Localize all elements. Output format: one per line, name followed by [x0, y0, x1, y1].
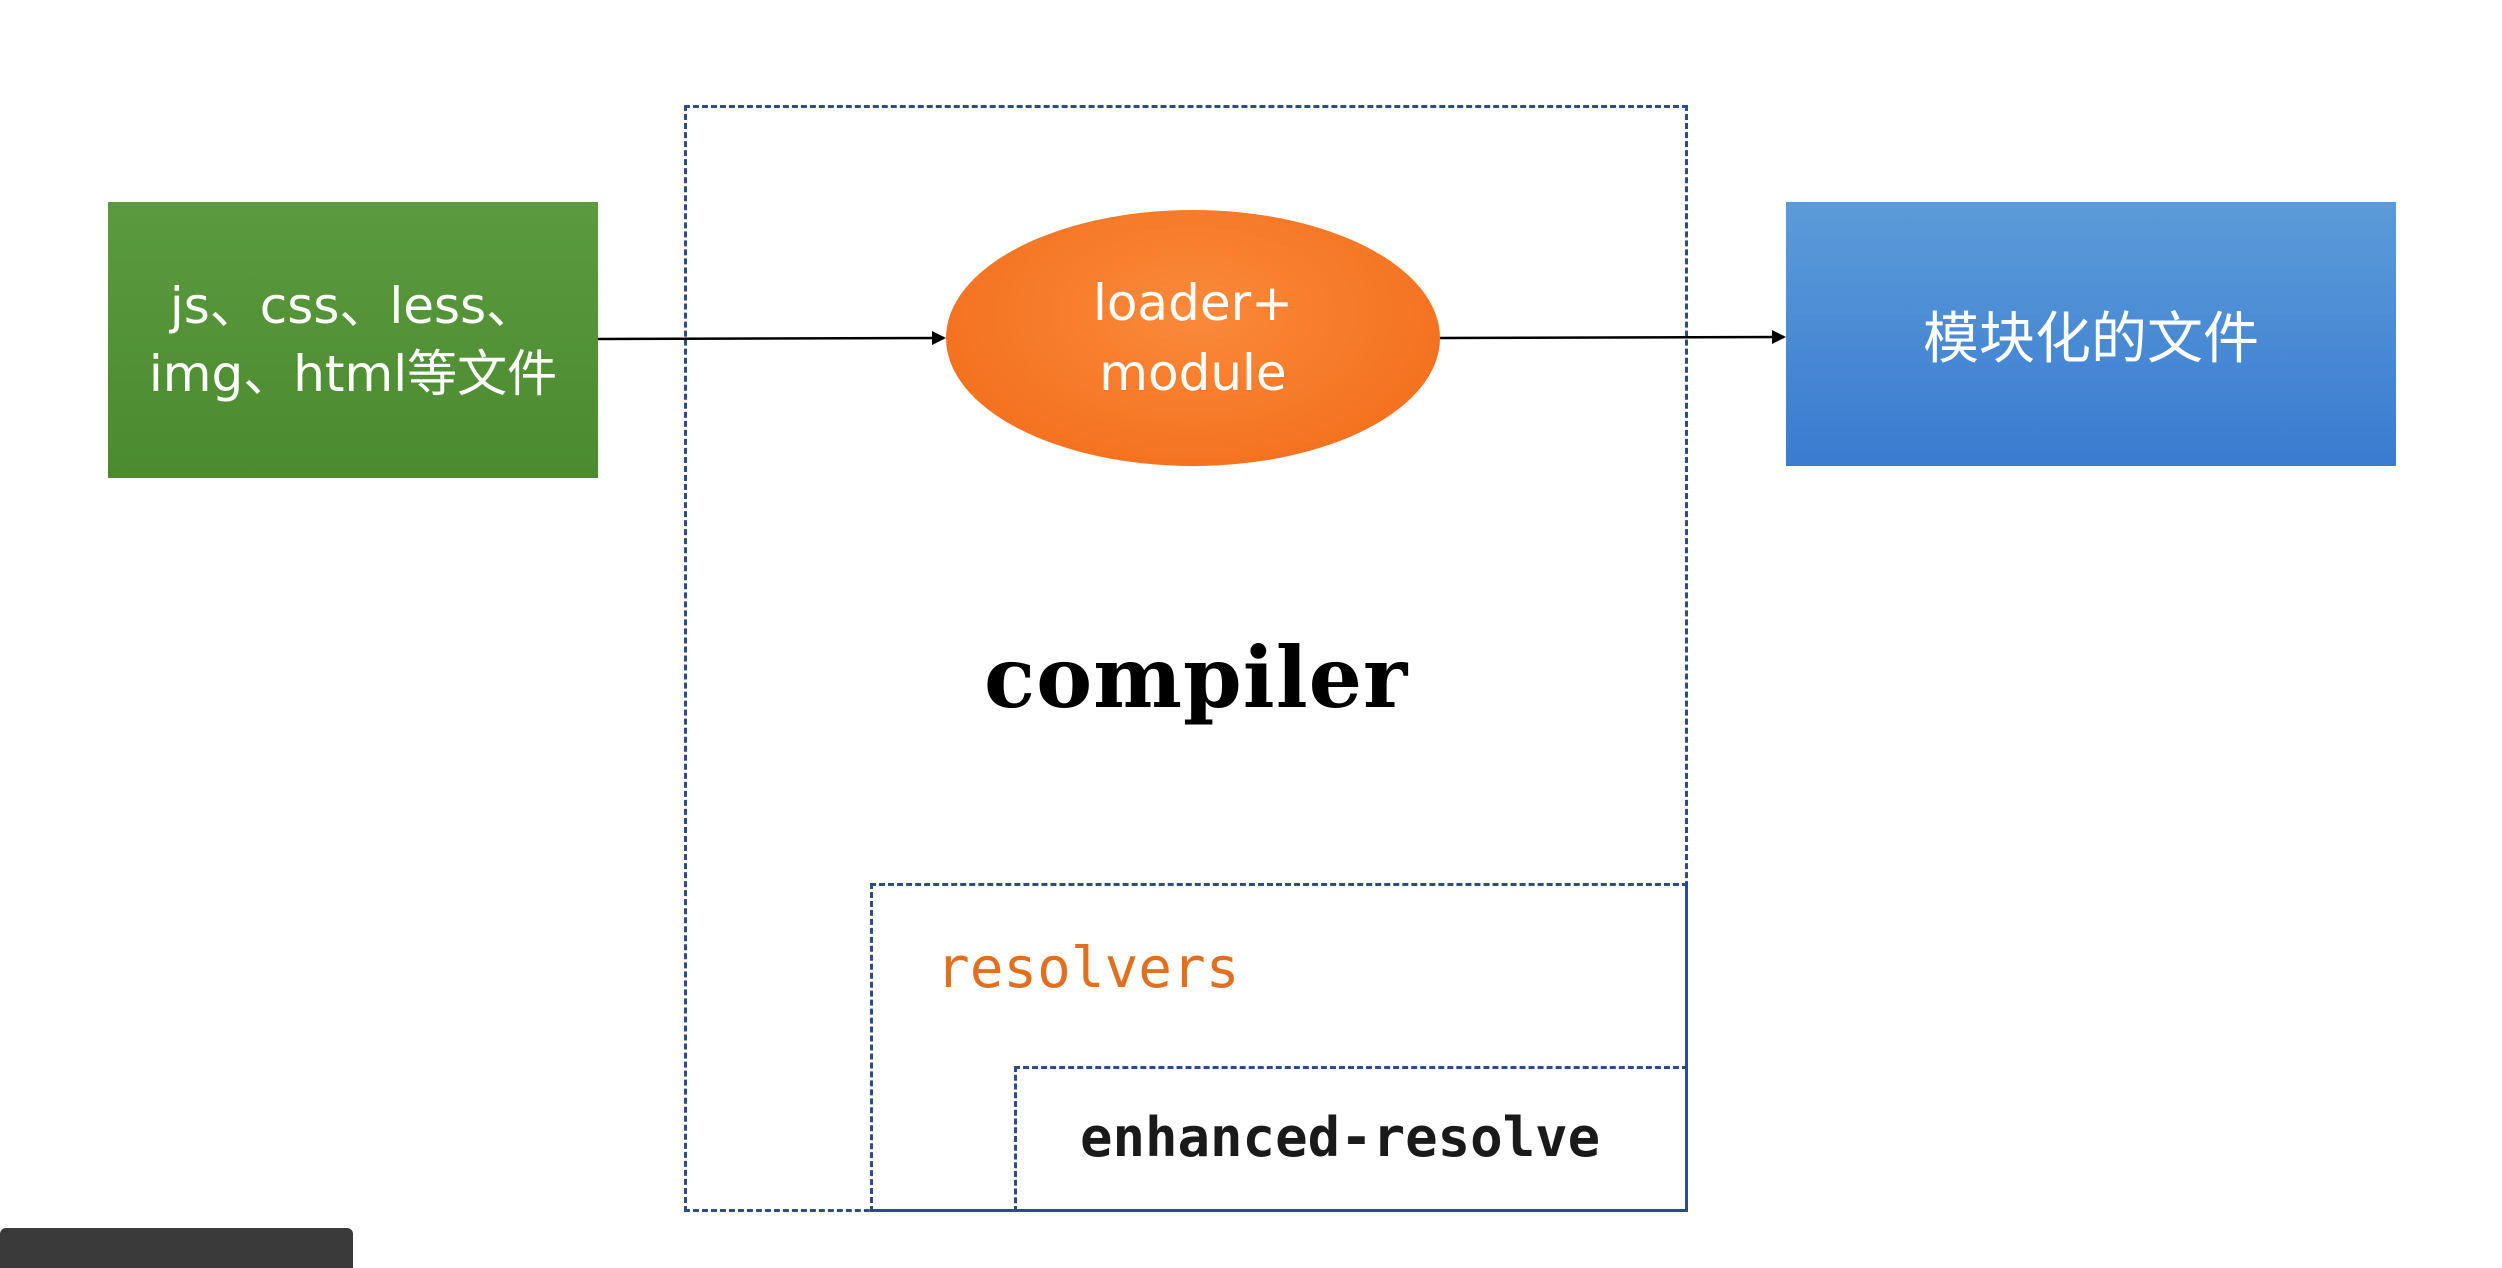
enhanced-resolve-label: enhanced-resolve	[1080, 1106, 1601, 1169]
compiler-label: compiler	[984, 628, 1409, 727]
resolvers-label: resolvers	[936, 936, 1240, 1001]
loader-module-node: loader+ module	[946, 210, 1440, 466]
arrow-loader-to-output	[1439, 330, 1786, 345]
loader-module-line-2: module	[1099, 344, 1287, 402]
corner-tab	[0, 1228, 353, 1268]
input-files-node: js、css、less、 img、html等文件	[108, 202, 598, 478]
input-files-line-1: js、css、less、	[169, 277, 537, 335]
enhanced-resolve-frame	[1014, 1066, 1688, 1212]
modular-files-node: 模块化的文件	[1786, 202, 2396, 466]
input-files-line-2: img、html等文件	[148, 345, 558, 403]
arrow-input-to-loader	[597, 331, 946, 346]
modular-files-label: 模块化的文件	[1923, 306, 2259, 372]
loader-module-line-1: loader+	[1092, 274, 1294, 332]
